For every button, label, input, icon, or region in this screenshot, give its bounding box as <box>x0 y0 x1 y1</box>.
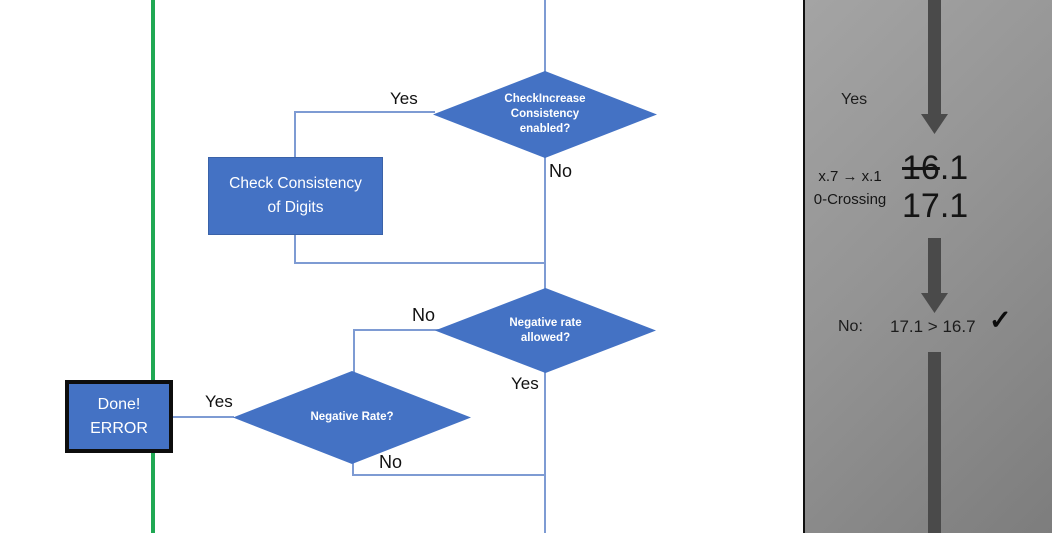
terminator-label: ERROR <box>90 419 148 437</box>
down-arrow-head <box>921 114 948 134</box>
decision-label: Negative rate allowed? <box>509 316 582 344</box>
connector-line <box>544 157 546 291</box>
panel-values: 16.1 17.1 <box>902 149 968 225</box>
edge-label-no: No <box>379 452 403 472</box>
edge-label-yes: Yes <box>205 392 233 411</box>
process-check-consistency-of-digits: Check Consistency of Digits <box>208 157 383 235</box>
edge-label-no: No <box>549 161 573 181</box>
connector-line <box>294 262 546 264</box>
terminator-label: Done! <box>97 395 141 413</box>
decision-label: CheckIncrease Consistency enabled? <box>504 93 586 135</box>
connector-line <box>294 111 296 159</box>
edge-label-no: No <box>412 305 436 325</box>
annotation-panel: Yes x.7 → x.1 0-Crossing 16.1 17.1 No: 1… <box>803 0 1052 533</box>
connector-line <box>353 329 439 331</box>
down-arrow-shaft <box>928 352 941 533</box>
connector-line <box>172 416 234 418</box>
panel-result-label: No: <box>838 318 863 335</box>
connector-line <box>352 474 546 476</box>
decision-label: Negative Rate? <box>310 411 394 423</box>
connector-line <box>352 462 354 476</box>
panel-rule-text: x.7 → x.1 0-Crossing <box>805 165 895 211</box>
connector-line <box>544 0 546 75</box>
panel-new-value: 17.1 <box>902 187 969 225</box>
green-guide-line <box>151 0 155 533</box>
down-arrow-shaft <box>928 238 941 293</box>
connector-line <box>353 329 355 373</box>
decision-check-increase-consistency: CheckIncrease Consistency enabled? <box>433 71 657 158</box>
decision-negative-rate-allowed: Negative rate allowed? <box>435 288 656 373</box>
panel-rule-line2: 0-Crossing <box>813 191 887 208</box>
panel-comparison: 17.1 > 16.7 <box>890 317 976 336</box>
connector-line <box>294 235 296 264</box>
panel-yes-label: Yes <box>841 91 868 108</box>
panel-rule-line1: x.7 → x.1 <box>818 168 882 185</box>
edge-label-yes: Yes <box>511 374 539 393</box>
down-arrow-head <box>921 293 948 313</box>
connector-line <box>294 111 435 113</box>
connector-line <box>544 371 546 533</box>
process-label: Check Consistency <box>229 175 362 192</box>
decision-negative-rate: Negative Rate? <box>233 371 471 464</box>
edge-label-yes: Yes <box>390 89 418 108</box>
checkmark-icon: ✓ <box>989 305 1012 335</box>
terminator-done-error: Done! ERROR <box>65 380 173 453</box>
process-label: of Digits <box>267 199 324 216</box>
down-arrow-shaft <box>928 0 941 114</box>
panel-old-value: 16.1 <box>902 149 969 187</box>
